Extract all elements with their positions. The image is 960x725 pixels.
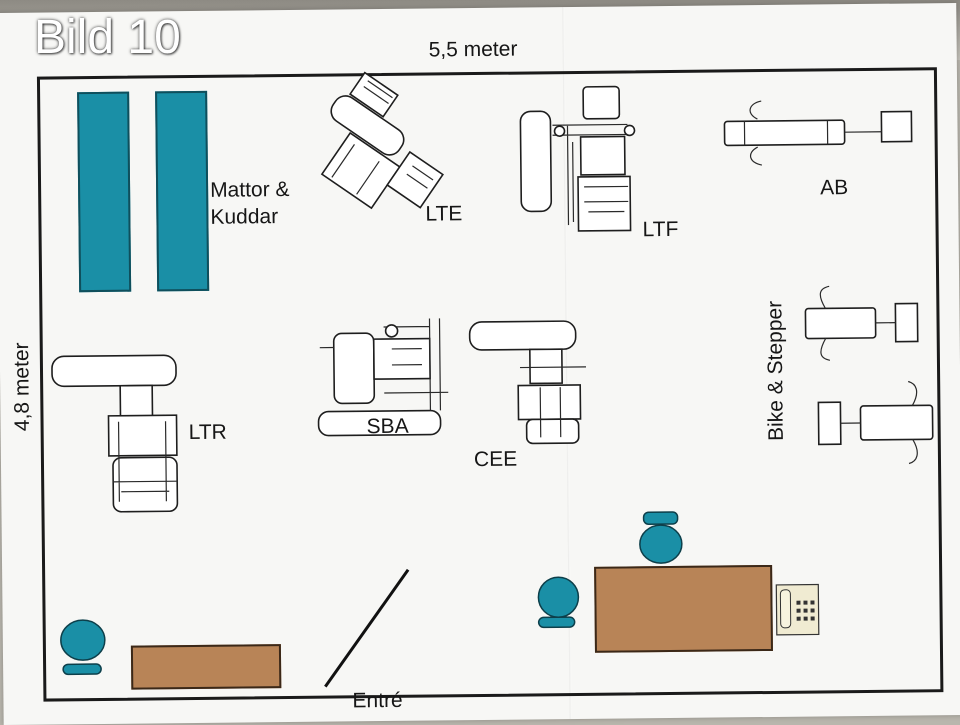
stepper-icon [817, 380, 934, 465]
lte-machine-icon [320, 71, 444, 210]
lte-label: LTE [425, 202, 463, 226]
ltf-machine-icon [519, 85, 636, 232]
equipment-drawings [51, 71, 934, 688]
ab-machine-icon [723, 100, 913, 166]
ltr-machine-icon [51, 354, 179, 513]
ltf-label: LTF [642, 217, 679, 242]
office-chair-icon-2 [537, 576, 580, 629]
telephone-icon [775, 583, 820, 636]
photo-caption: Bild 10 [34, 11, 181, 64]
reception-desk [130, 644, 282, 690]
bike-stepper-label: Bike & Stepper [763, 300, 788, 442]
entrance-door-line [324, 568, 410, 688]
cee-machine-icon [468, 320, 587, 445]
sba-machine-icon [317, 318, 449, 437]
office-desk [594, 564, 773, 653]
cee-label: CEE [473, 447, 518, 472]
ltr-label: LTR [188, 420, 227, 445]
office-chair-icon-3 [60, 619, 106, 676]
bike-icon [804, 285, 919, 361]
ab-label: AB [820, 176, 849, 200]
entrance-label: Entré [352, 688, 403, 713]
office-chair-icon-1 [639, 511, 683, 564]
sba-label: SBA [366, 414, 409, 439]
